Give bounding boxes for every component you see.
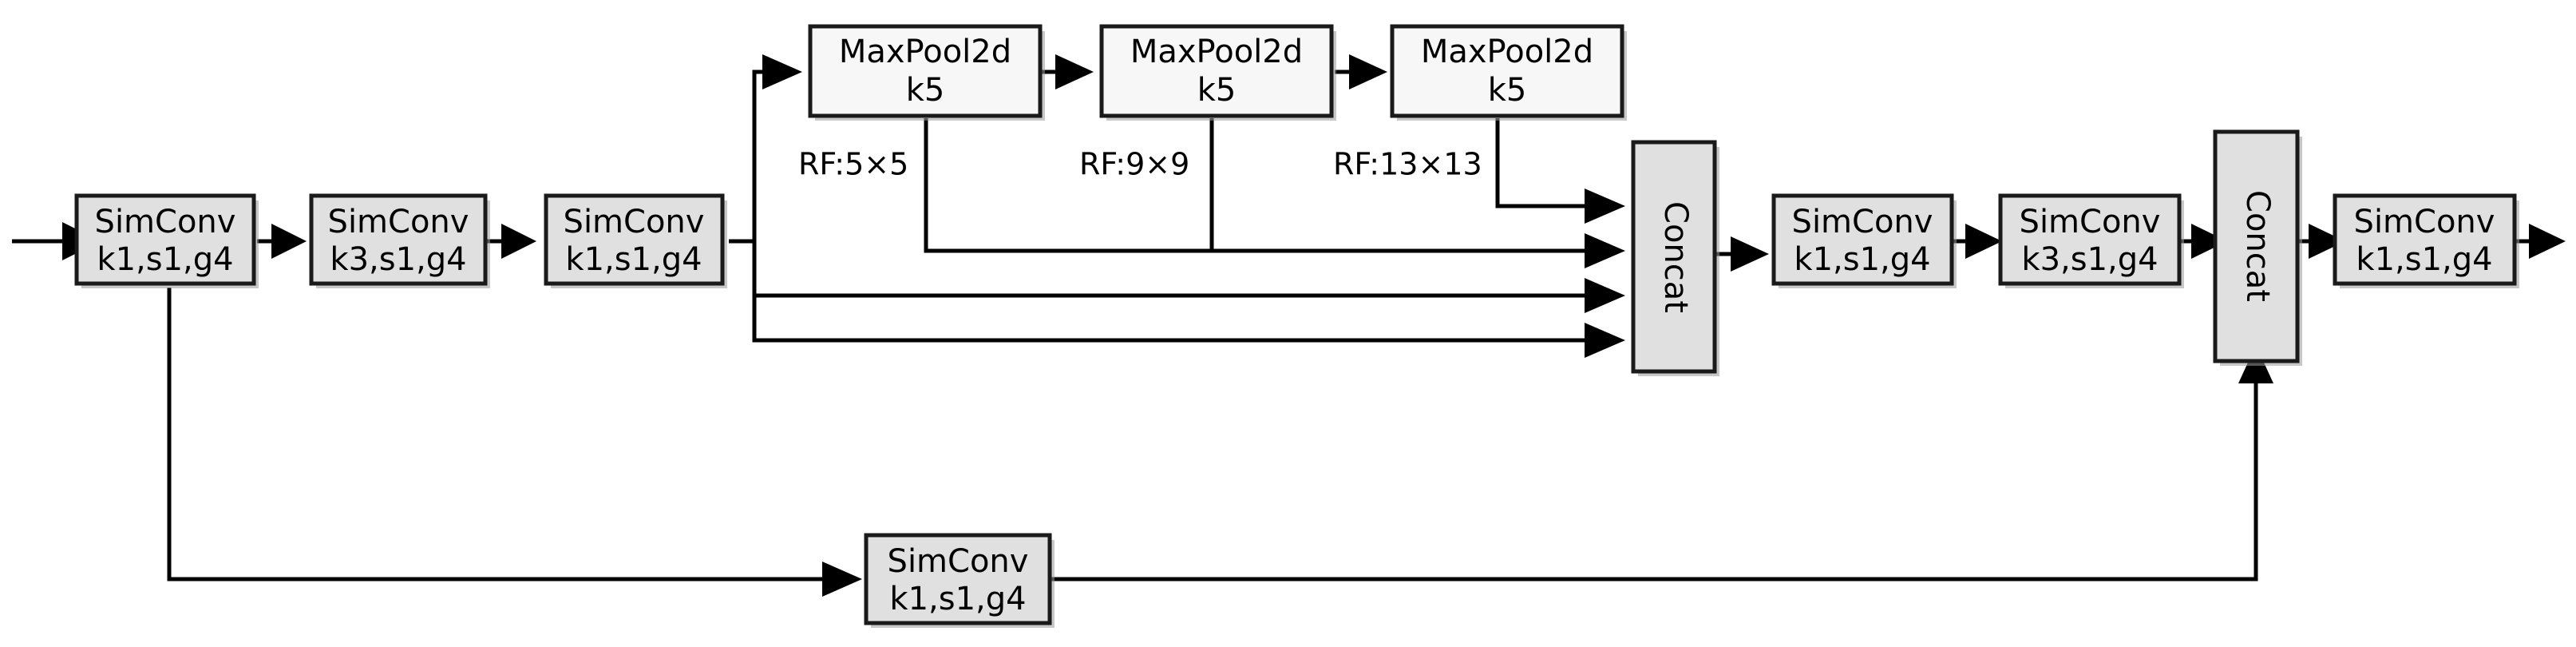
node-concat-2[interactable]: Concat: [2213, 129, 2302, 366]
maxpool-2-line2: k5: [1197, 72, 1237, 109]
edge-bottom-simconv-to-concat2: [1050, 345, 2273, 582]
node-maxpool-3[interactable]: MaxPool2d k5: [1390, 24, 1627, 121]
node-concat-1[interactable]: Concat: [1631, 140, 1719, 376]
edge-simconv1-to-simconv2: [257, 224, 307, 259]
simconv-bottom-line1: SimConv: [888, 543, 1029, 580]
maxpool-3-line1: MaxPool2d: [1421, 34, 1593, 70]
rf-label-3: RF:13×13: [1333, 147, 1482, 182]
edge-split-to-concat1-input4: [752, 296, 1625, 358]
simconv-5-line1: SimConv: [2020, 204, 2161, 240]
edge-simconv6-to-output: [2515, 224, 2566, 259]
node-simconv-bottom[interactable]: SimConv k1,s1,g4: [864, 533, 1055, 628]
simconv-2-line1: SimConv: [328, 204, 469, 240]
edge-simconv1-to-bottom-simconv: [167, 288, 862, 597]
simconv-3-line2: k1,s1,g4: [565, 241, 702, 278]
simconv-4-line2: k1,s1,g4: [1794, 241, 1930, 278]
edge-simconv4-to-simconv5: [1952, 224, 2002, 259]
edge-split-to-maxpool1: [752, 54, 802, 241]
node-maxpool-1[interactable]: MaxPool2d k5: [808, 24, 1045, 121]
maxpool-1-line2: k5: [906, 72, 945, 109]
simconv-bottom-line2: k1,s1,g4: [889, 581, 1026, 617]
edge-maxpool3-to-concat1-input1: [1495, 118, 1625, 224]
maxpool-2-line1: MaxPool2d: [1130, 34, 1303, 70]
simconv-2-line2: k3,s1,g4: [330, 241, 466, 278]
node-simconv-1[interactable]: SimConv k1,s1,g4: [74, 193, 259, 288]
simconv-1-line1: SimConv: [95, 204, 236, 240]
simconv-1-line2: k1,s1,g4: [97, 241, 233, 278]
concat-2-label: Concat: [2239, 190, 2276, 302]
edge-maxpool1-to-concat1-input2: [924, 118, 1625, 268]
node-simconv-3[interactable]: SimConv k1,s1,g4: [544, 193, 727, 288]
maxpool-1-line1: MaxPool2d: [839, 34, 1011, 70]
maxpool-3-line2: k5: [1488, 72, 1527, 109]
node-simconv-6[interactable]: SimConv k1,s1,g4: [2333, 193, 2519, 288]
simconv-3-line1: SimConv: [564, 204, 705, 240]
edge-maxpool1-to-maxpool2: [1042, 54, 1094, 89]
simconv-6-line1: SimConv: [2354, 204, 2495, 240]
node-maxpool-2[interactable]: MaxPool2d k5: [1099, 24, 1336, 121]
node-simconv-5[interactable]: SimConv k3,s1,g4: [1998, 193, 2184, 288]
simconv-4-line1: SimConv: [1792, 204, 1933, 240]
edge-simconv2-to-simconv3: [487, 224, 536, 259]
rf-label-1: RF:5×5: [798, 147, 908, 182]
simconv-5-line2: k3,s1,g4: [2021, 241, 2158, 278]
concat-1-label: Concat: [1657, 201, 1694, 313]
edge-concat1-to-simconv4: [1715, 236, 1769, 272]
rf-label-2: RF:9×9: [1079, 147, 1189, 182]
node-simconv-4[interactable]: SimConv k1,s1,g4: [1771, 193, 1957, 288]
simconv-6-line2: k1,s1,g4: [2356, 241, 2492, 278]
edge-maxpool2-to-maxpool3: [1335, 54, 1387, 89]
node-simconv-2[interactable]: SimConv k3,s1,g4: [309, 193, 490, 288]
